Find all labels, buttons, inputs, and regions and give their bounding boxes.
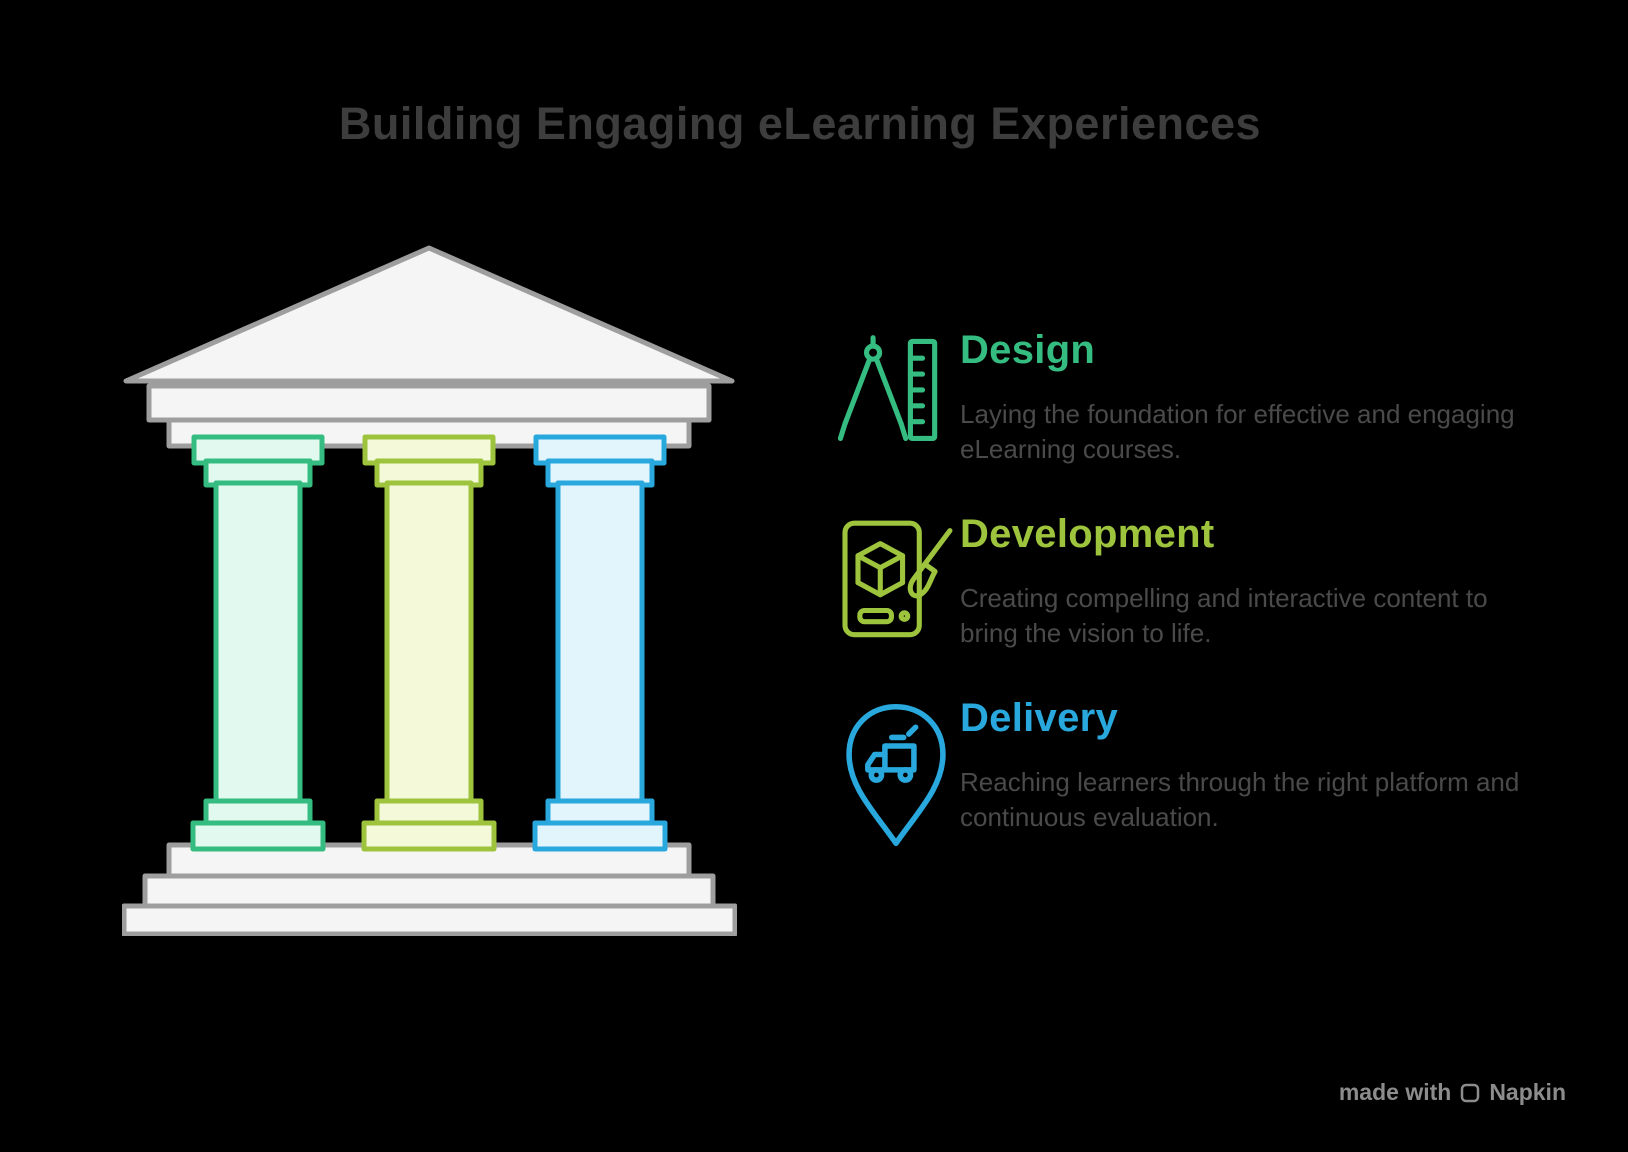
pillar-delivery bbox=[532, 434, 668, 852]
section-delivery: Delivery Reaching learners through the r… bbox=[832, 696, 1552, 859]
temple-svg bbox=[121, 245, 738, 937]
pillar-design bbox=[190, 434, 326, 852]
section-design: Design Laying the foundation for effecti… bbox=[832, 328, 1552, 467]
temple-architrave bbox=[146, 383, 712, 423]
section-description-delivery: Reaching learners through the right plat… bbox=[960, 767, 1520, 832]
section-title-design: Design bbox=[960, 328, 1096, 372]
section-development: Development Creating compelling and inte… bbox=[832, 512, 1552, 651]
location-pin-truck-icon bbox=[832, 696, 960, 859]
temple-step-bottom bbox=[121, 903, 738, 937]
pillar-development bbox=[361, 434, 497, 852]
section-title-delivery: Delivery bbox=[960, 696, 1119, 740]
napkin-logo-icon bbox=[1460, 1083, 1480, 1103]
section-description-design: Laying the foundation for effective and … bbox=[960, 399, 1515, 464]
temple-step-middle bbox=[142, 873, 716, 909]
compass-ruler-icon bbox=[832, 328, 960, 455]
device-brush-icon bbox=[832, 512, 960, 649]
section-description-development: Creating compelling and interactive cont… bbox=[960, 583, 1488, 648]
section-title-development: Development bbox=[960, 512, 1215, 556]
watermark: made with Napkin bbox=[1339, 1079, 1566, 1106]
page-title: Building Engaging eLearning Experiences bbox=[338, 98, 1262, 149]
temple-illustration bbox=[121, 240, 738, 941]
watermark-brand: Napkin bbox=[1489, 1079, 1566, 1105]
watermark-prefix: made with bbox=[1338, 1079, 1452, 1105]
temple-pediment bbox=[123, 245, 735, 384]
